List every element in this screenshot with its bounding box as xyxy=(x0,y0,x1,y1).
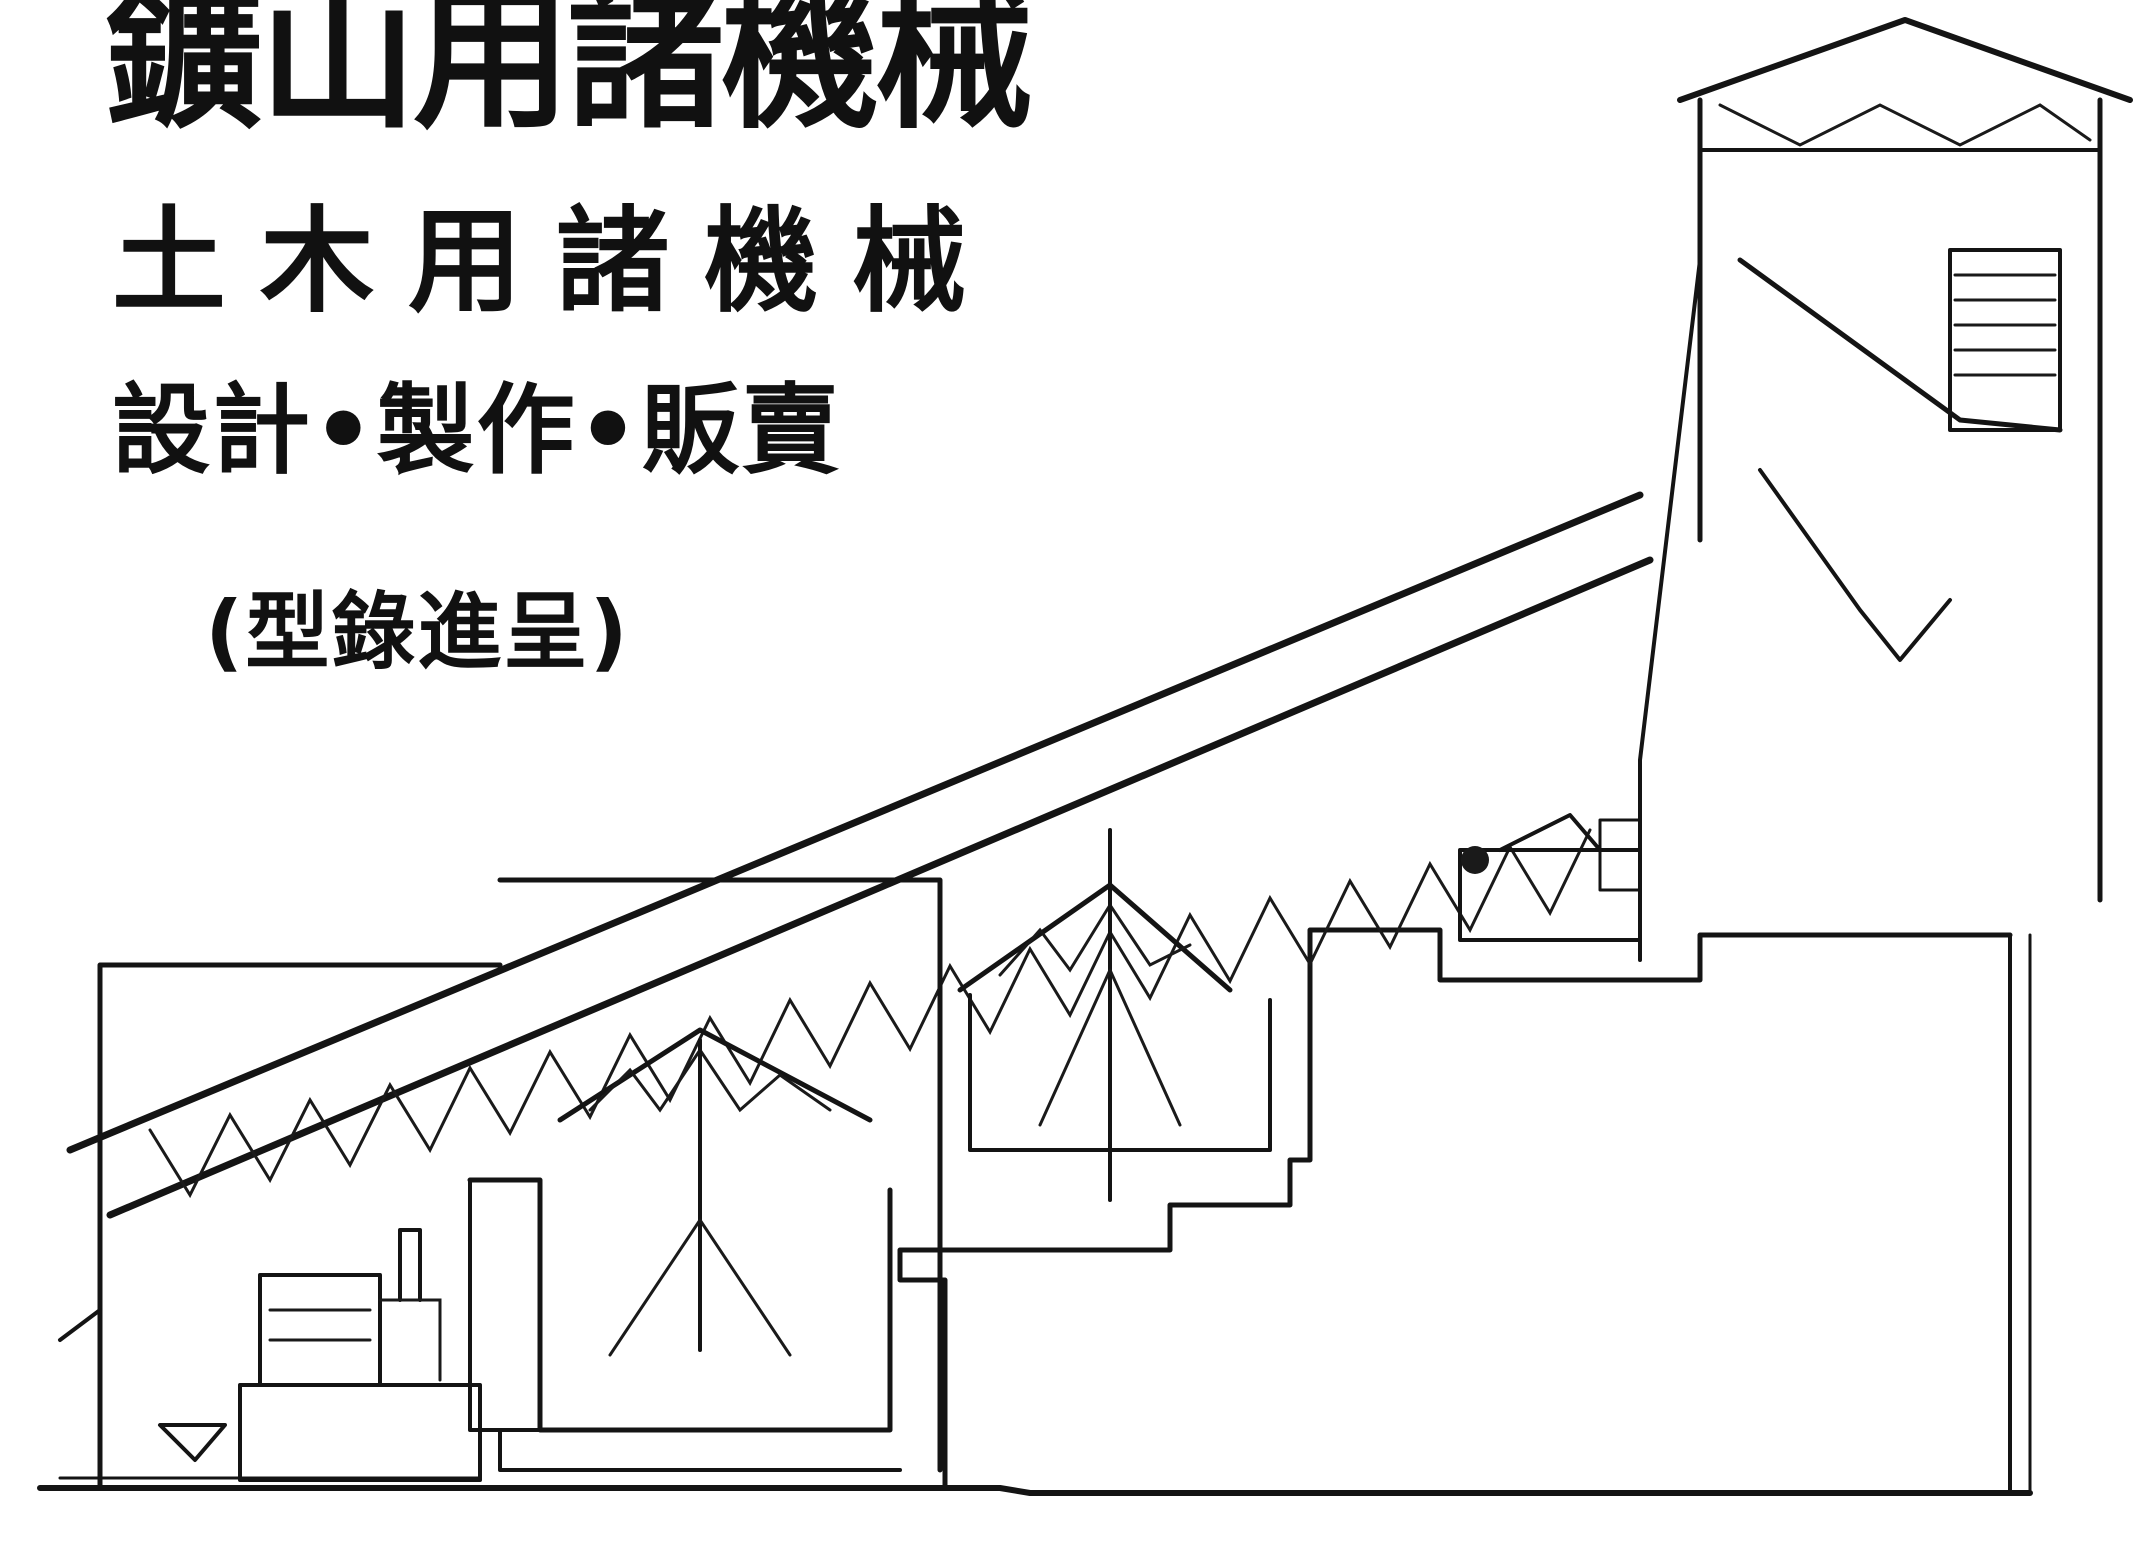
winding-machinery xyxy=(1458,813,1642,942)
stepped-foundation xyxy=(897,927,2032,1492)
middle-gable-frame xyxy=(957,828,1272,1202)
tower-headframe xyxy=(1638,17,2133,962)
catalog-note: (型錄進呈) xyxy=(205,583,630,681)
lower-hopper-frame xyxy=(467,877,943,1473)
services-line: 設計•製作•販賣 xyxy=(112,374,842,488)
inclined-conveyor-truss xyxy=(66,491,1654,1219)
left-building xyxy=(58,962,503,1488)
heading-civil-engineering-machinery: 土木用諸機械 xyxy=(112,195,1001,328)
lower-left-equipment xyxy=(158,1228,482,1482)
heading-mining-machinery: 鑛山用諸機械 xyxy=(105,0,1033,151)
